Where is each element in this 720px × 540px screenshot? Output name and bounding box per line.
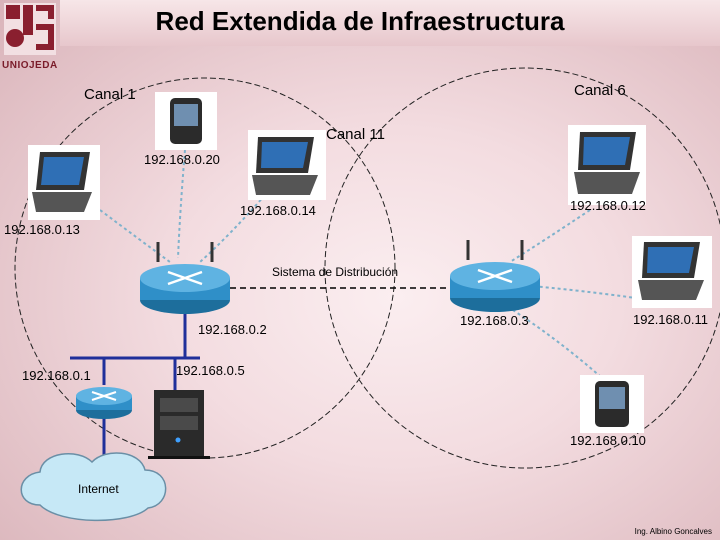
wireless-link-11 [519, 284, 651, 301]
laptop-192-168-0-14 [248, 130, 326, 200]
ip-1-label: 192.168.0.1 [22, 368, 91, 383]
page-title: Red Extendida de Infraestructura [155, 6, 565, 36]
ip-12-label: 192.168.0.12 [570, 198, 646, 213]
title-bar [60, 0, 720, 46]
wireless-link-14 [199, 194, 266, 263]
canal1-label: Canal 1 [84, 86, 136, 103]
canal11-label: Canal 11 [326, 126, 385, 143]
internet-cloud [20, 452, 167, 522]
ip-13-label: 192.168.0.13 [4, 222, 80, 237]
laptop-192-168-0-11 [632, 236, 712, 308]
ip-14-label: 192.168.0.14 [240, 203, 316, 218]
laptop-192-168-0-20 [28, 145, 100, 220]
author-credit: Ing. Albino Goncalves [634, 527, 712, 536]
pda-192-168-0-10 [580, 375, 644, 433]
university-logo [4, 3, 56, 55]
wireless-link-12 [509, 209, 591, 263]
router [76, 387, 132, 419]
ip-11-label: 192.168.0.11 [633, 312, 708, 327]
laptop-192-168-0-12 [568, 125, 646, 205]
ip-5-label: 192.168.0.5 [176, 363, 245, 378]
ip-2-label: 192.168.0.2 [198, 322, 267, 337]
canal6-label: Canal 6 [574, 82, 626, 99]
ip-3-label: 192.168.0.3 [460, 313, 529, 328]
internet-label: Internet [78, 482, 119, 496]
access-point-1 [140, 242, 230, 314]
distribution-label: Sistema de Distribución [272, 265, 399, 279]
ip-20-label: 192.168.0.20 [144, 152, 220, 167]
pda-canal1 [155, 92, 217, 150]
logo-text: UNIOJEDA [2, 60, 58, 71]
wireless-link-20 [99, 209, 171, 263]
ip-10-label: 192.168.0.10 [570, 433, 646, 448]
server [148, 390, 210, 459]
access-point-2 [450, 240, 540, 312]
wireless-link-pda1 [177, 149, 186, 259]
